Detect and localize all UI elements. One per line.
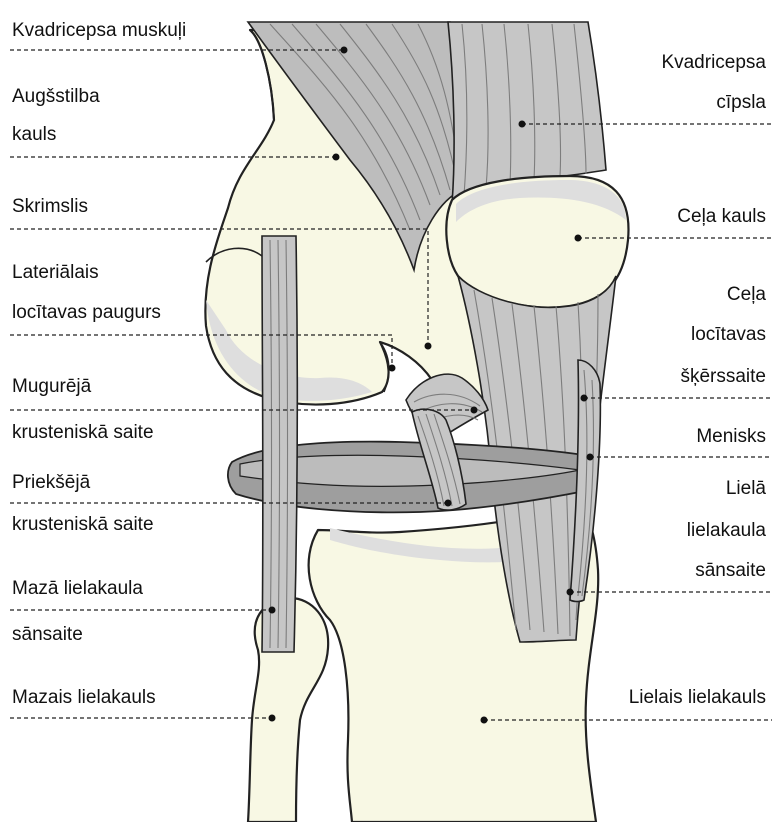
knee-illustration [205, 22, 628, 822]
label-femur-line2: kauls [12, 124, 56, 145]
pointer-tibia [481, 717, 488, 724]
label-quadriceps-muscles: Kvadricepsa muskuļi [12, 20, 186, 41]
label-transverse-ligament-line3: šķērssaite [680, 366, 766, 387]
label-quadriceps-tendon-line2: cīpsla [716, 92, 766, 113]
pointer-femur [333, 154, 340, 161]
label-posterior-cruciate-line1: Mugurējā [12, 376, 92, 397]
label-cartilage: Skrimslis [12, 196, 88, 217]
label-anterior-cruciate-line1: Priekšējā [12, 472, 91, 493]
label-patella: Ceļa kauls [677, 206, 766, 227]
pointer-tibial-collateral [567, 589, 574, 596]
pointer-cartilage [425, 343, 432, 350]
label-posterior-cruciate-line2: krusteniskā saite [12, 422, 154, 443]
pointer-quadriceps-tendon [519, 121, 526, 128]
pointer-fibular-collateral [269, 607, 276, 614]
pointer-meniscus [587, 454, 594, 461]
pointer-anterior-cruciate [445, 500, 452, 507]
label-transverse-ligament-line1: Ceļa [727, 284, 767, 305]
label-transverse-ligament-line2: locītavas [691, 324, 766, 345]
label-tibia: Lielais lielakauls [629, 687, 766, 708]
pointer-patella [575, 235, 582, 242]
pointer-transverse-ligament [581, 395, 588, 402]
label-quadriceps-tendon-line1: Kvadricepsa [661, 52, 766, 73]
pointer-quadriceps-muscles [341, 47, 348, 54]
label-fibular-collateral-line1: Mazā lielakaula [12, 578, 143, 599]
pointer-lateral-condyle [389, 365, 396, 372]
label-tibial-collateral-line3: sānsaite [695, 560, 766, 581]
label-lateral-condyle-line1: Lateriālais [12, 262, 99, 283]
label-tibial-collateral-line1: Lielā [726, 478, 767, 499]
label-fibular-collateral-line2: sānsaite [12, 624, 83, 645]
label-lateral-condyle-line2: locītavas paugurs [12, 302, 161, 323]
label-tibial-collateral-line2: lielakaula [687, 520, 767, 541]
labels-left: Kvadricepsa muskuļi Augšstilba kauls Skr… [12, 20, 186, 708]
label-fibula: Mazais lielakauls [12, 687, 156, 708]
label-meniscus: Menisks [696, 426, 766, 447]
labels-right: Kvadricepsa cīpsla Ceļa kauls Ceļa locīt… [629, 52, 767, 708]
pointer-fibula [269, 715, 276, 722]
label-anterior-cruciate-line2: krusteniskā saite [12, 514, 154, 535]
pointer-posterior-cruciate [471, 407, 478, 414]
label-femur-line1: Augšstilba [12, 86, 100, 107]
